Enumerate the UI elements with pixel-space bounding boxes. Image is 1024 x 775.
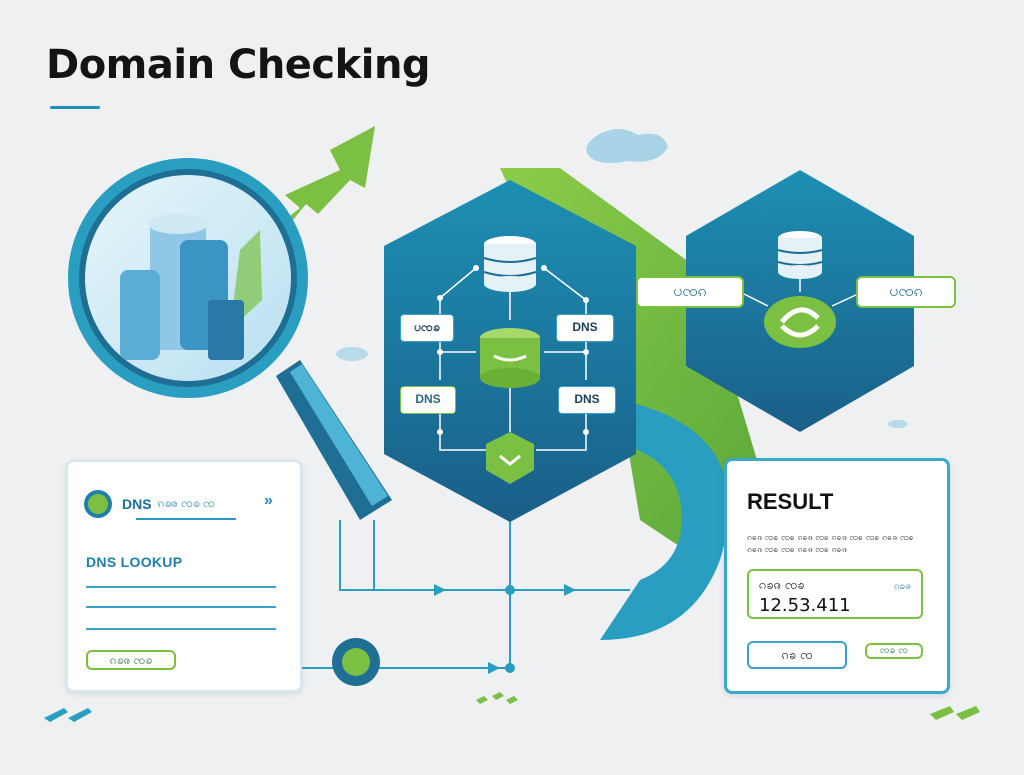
text-line <box>86 628 276 630</box>
chevron-right-icon[interactable]: » <box>264 492 273 509</box>
dns-lookup-panel: DNS ၵၶၷ ၸၶ ၸ » DNS LOOKUP ၵၶၷ ၸၶ <box>66 460 302 692</box>
decorative-chevron-icon <box>930 706 980 720</box>
result-small-button[interactable]: ၸၶ ၸ <box>865 643 923 659</box>
flow-start-node-center <box>342 648 370 676</box>
lookup-panel-header: DNS ၵၶၷ ၸၶ ၸ <box>84 490 215 518</box>
decorative-chevron-icon <box>44 708 92 722</box>
flow-arrowhead <box>434 584 446 596</box>
result-secondary-button[interactable]: ၵၶ ၸ <box>747 641 847 669</box>
result-panel: RESULT ၵၶၷ ၸၶ ၸၶ ၵၶၷ ၸၶ ၵၶၷ ၸၶ ၸၶ ၵၶၷ ၸၶ… <box>724 458 950 694</box>
decorative-dots-icon <box>476 692 518 704</box>
flow-junction-dot <box>505 585 515 595</box>
lookup-header-sublabel: ၵၶၷ ၸၶ ၸ <box>157 496 215 510</box>
check-shield-icon <box>486 432 534 484</box>
result-description: ၵၶၷ ၸၶ ၸၶ ၵၶၷ ၸၶ ၵၶၷ ၸၶ ၸၶ ၵၶၷ ၸၶ ၵၶၷ ၸၶ… <box>747 532 914 554</box>
dns-network-hexagon <box>384 180 636 522</box>
node-chip: ပၸၶ <box>400 314 454 342</box>
flow-arrowhead <box>564 584 576 596</box>
magnifier-icon <box>68 158 392 520</box>
text-line <box>86 586 276 588</box>
result-title: RESULT <box>747 489 834 514</box>
server-cylinder-icon <box>480 328 540 388</box>
title-underline <box>50 106 100 109</box>
lookup-header-label: DNS <box>122 496 152 512</box>
node-chip-dns: DNS <box>400 386 456 414</box>
node-chip-dns: DNS <box>556 314 614 342</box>
lookup-label: DNS LOOKUP <box>86 554 183 570</box>
text-line <box>86 606 276 608</box>
result-pill-right: ပၸၵ <box>856 276 956 308</box>
teal-swoosh-shape <box>600 400 729 640</box>
flow-arrowhead <box>488 662 500 674</box>
result-value-label: ၵၶၷ ၸၶ <box>759 577 805 592</box>
database-icon <box>483 236 537 292</box>
result-value-box: ၵၶၷ ၸၶ ၵၶၷ 12.53.411 <box>747 569 923 619</box>
background-cloud-shape <box>586 129 668 163</box>
page-title: Domain Checking <box>46 42 431 88</box>
node-chip-dns: DNS <box>558 386 616 414</box>
refresh-check-icon <box>764 296 836 348</box>
lookup-header-underline <box>136 518 236 520</box>
flow-junction-dot <box>505 663 515 673</box>
result-ip-address: 12.53.411 <box>759 595 851 616</box>
background-cloud-small <box>888 420 908 428</box>
status-dot-icon <box>84 490 112 518</box>
lookup-action-button[interactable]: ၵၶၷ ၸၶ <box>86 650 176 670</box>
result-pill-left: ပၸၵ <box>636 276 744 308</box>
database-icon <box>777 231 823 279</box>
result-value-tag: ၵၶၷ <box>894 581 911 592</box>
result-hexagon <box>686 170 914 432</box>
background-cloud-small <box>336 347 368 361</box>
